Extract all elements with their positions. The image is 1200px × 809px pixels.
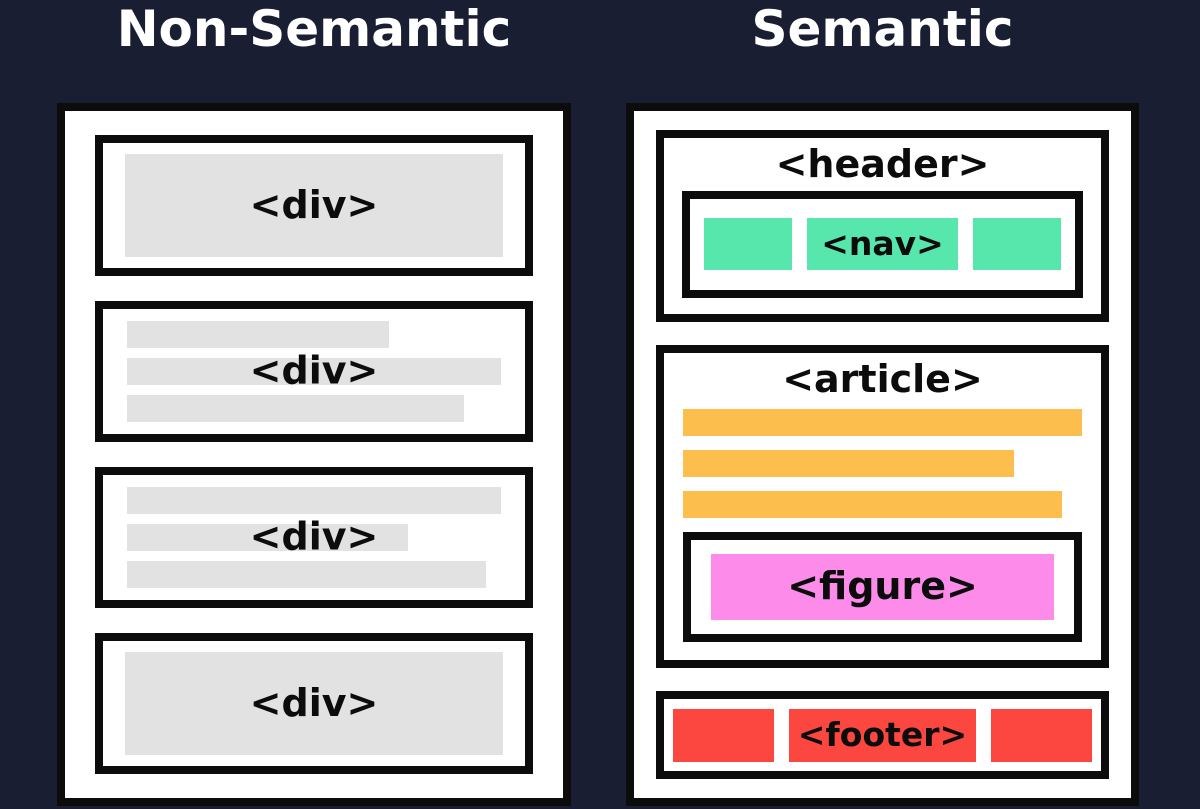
text-placeholder-bar [683,490,1063,518]
nav-tag: <nav> [821,224,944,264]
footer-element-box: <footer> [656,691,1109,779]
text-placeholder-bar [127,487,501,514]
footer-item-block: <footer> [789,708,976,762]
div-tag-1: <div> [249,182,379,227]
article-element-box: <article> <figure> [656,345,1109,668]
div-tag-4: <div> [249,680,379,725]
non-semantic-title: Non-Semantic [116,0,512,58]
nav-item-block [704,218,792,271]
div-tag-2: <div> [249,347,379,392]
footer-item-block [673,708,774,762]
semantic-title: Semantic [751,0,1014,58]
figure-element-box: <figure> [683,531,1082,642]
footer-tag: <footer> [797,714,968,754]
text-placeholder-bar [127,395,464,422]
header-element-box: <header> <nav> [656,130,1109,322]
figure-fill: <figure> [711,553,1054,620]
text-placeholder-bar [127,358,501,385]
text-placeholder-bar [683,408,1082,436]
div-box-1-fill: <div> [125,154,503,257]
nav-item-block [973,218,1061,271]
div-box-3: <div> [95,467,533,608]
nav-item-block: <nav> [807,218,958,271]
div-box-4-fill: <div> [125,652,503,755]
article-tag: <article> [782,357,983,401]
text-placeholder-bar [127,321,389,348]
text-placeholder-bar [683,449,1015,477]
text-placeholder-bar [127,561,487,588]
semantic-panel: <header> <nav> <article> <figure> [626,103,1139,806]
article-text-bars [683,408,1082,532]
header-tag: <header> [775,142,990,186]
footer-item-block [991,708,1092,762]
div-tag-3: <div> [249,513,379,558]
text-placeholder-bar [127,524,408,551]
div-box-4: <div> [95,633,533,774]
div-box-2: <div> [95,301,533,442]
div-box-1: <div> [95,135,533,276]
non-semantic-panel: <div> <div> <div> <div> [57,103,571,806]
figure-tag: <figure> [787,564,978,608]
nav-element-box: <nav> [682,190,1083,298]
